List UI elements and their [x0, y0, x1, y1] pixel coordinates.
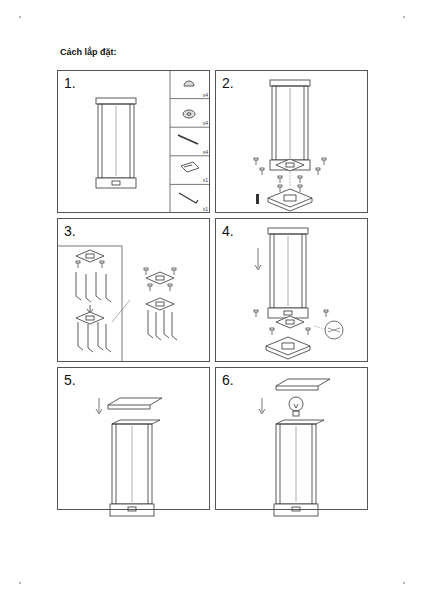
step-panel: 3. [57, 218, 210, 362]
parts-cell: x1 [171, 157, 211, 186]
crop-mark [19, 16, 405, 584]
step-panel: 1. x4 x4 x4 x1 x1 [57, 70, 210, 213]
part-icon [178, 81, 199, 203]
parts-cell: x4 [171, 71, 211, 100]
lantern [96, 98, 136, 188]
parts-cell: x4 [171, 128, 211, 157]
step-panel: 4. [215, 218, 368, 362]
quantity-label: x4 [203, 149, 208, 155]
step-panel: 6. [215, 367, 368, 510]
step-panel: 2. [215, 70, 368, 213]
step-number: 5. [64, 372, 76, 388]
parts-cell: x1 [171, 185, 211, 214]
parts-cell: x4 [171, 100, 211, 129]
quantity-label: x1 [203, 206, 208, 212]
page-title: Cách lắp đặt: [60, 47, 117, 57]
step-number: 6. [222, 372, 234, 388]
quantity-label: x4 [203, 92, 208, 98]
step-panel: 5. [57, 367, 210, 510]
quantity-label: x1 [203, 177, 208, 183]
step-number: 3. [64, 223, 76, 239]
quantity-label: x4 [203, 120, 208, 126]
step-number: 2. [222, 75, 234, 91]
step-number: 4. [222, 223, 234, 239]
step-number: 1. [64, 75, 76, 91]
